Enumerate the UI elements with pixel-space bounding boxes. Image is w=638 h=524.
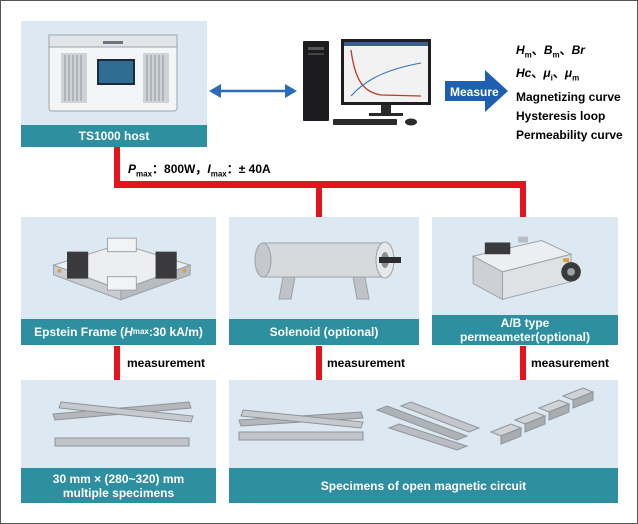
host-panel: TS1000 host bbox=[21, 21, 207, 147]
measurement-label-permeameter: measurement bbox=[531, 356, 610, 370]
wire-meas-solenoid bbox=[316, 346, 322, 380]
permeameter-label-line1: A/B type bbox=[500, 316, 550, 330]
host-image bbox=[21, 21, 207, 125]
output-hysteresis: Hysteresis loop bbox=[516, 108, 606, 123]
permeameter-label: A/B type permeameter(optional) bbox=[432, 315, 618, 345]
output-separator: 、 bbox=[552, 66, 565, 81]
wire-meas-epstein bbox=[114, 346, 120, 380]
output-symbol: Hc bbox=[516, 66, 532, 81]
power-p-symbol: P bbox=[128, 162, 137, 176]
multiple-specimens-panel: 30 mm × (280~320) mm multiple specimens bbox=[21, 380, 216, 503]
permeameter-panel: A/B type permeameter(optional) bbox=[432, 217, 618, 345]
open-circuit-specimens-image bbox=[229, 380, 618, 468]
epstein-h-sub: max bbox=[132, 327, 149, 336]
link-arrow-icon bbox=[209, 84, 297, 98]
solenoid-panel: Solenoid (optional) bbox=[229, 217, 419, 345]
output-separator: 、 bbox=[531, 43, 544, 57]
epstein-label-suffix: :30 kA/m) bbox=[148, 325, 203, 339]
wire-drop-permeameter bbox=[520, 184, 526, 217]
power-i-value: ：± 40A bbox=[226, 162, 271, 176]
epstein-h-symbol: H bbox=[124, 325, 133, 339]
output-symbol: μ bbox=[564, 66, 573, 81]
power-p-sub: max bbox=[136, 169, 153, 179]
output-symbol-sub: m bbox=[572, 73, 580, 83]
wire-drop-solenoid bbox=[316, 184, 322, 217]
output-separator: 、 bbox=[531, 66, 544, 81]
output-symbol: Br bbox=[571, 43, 585, 57]
wire-meas-permeameter bbox=[520, 346, 526, 380]
power-i-symbol: I bbox=[207, 162, 211, 176]
output-symbol-sub: i bbox=[550, 73, 553, 83]
output-magnetizing: Magnetizing curve bbox=[516, 89, 621, 104]
solenoid-label: Solenoid (optional) bbox=[229, 319, 419, 345]
output-line-1: Hm、Bm、Br bbox=[516, 41, 623, 64]
epstein-label-prefix: Epstein Frame ( bbox=[34, 325, 125, 339]
output-symbol-sub: m bbox=[524, 50, 532, 60]
open-circuit-specimens-label: Specimens of open magnetic circuit bbox=[229, 468, 618, 503]
output-permeability: Permeability curve bbox=[516, 127, 623, 142]
measure-label: Measure bbox=[450, 85, 499, 99]
measurement-label-solenoid: measurement bbox=[327, 356, 406, 370]
solenoid-image bbox=[229, 217, 419, 319]
output-list: Hm、Bm、Br Hc、μi、μm Magnetizing curve Hyst… bbox=[516, 41, 623, 145]
multiple-specimens-line2: multiple specimens bbox=[62, 485, 175, 500]
measurement-label-epstein: measurement bbox=[127, 356, 206, 370]
multiple-specimens-line1: 30 mm × (280~320) mm bbox=[52, 471, 185, 486]
multiple-specimens-label: 30 mm × (280~320) mm multiple specimens bbox=[21, 468, 216, 503]
open-circuit-specimens-panel: Specimens of open magnetic circuit bbox=[229, 380, 618, 503]
permeameter-label-line2: permeameter(optional) bbox=[459, 330, 591, 344]
output-symbol: H bbox=[516, 43, 525, 57]
power-i-sub: max bbox=[210, 169, 227, 179]
wire-host-drop bbox=[114, 144, 120, 188]
multiple-specimens-image bbox=[21, 380, 216, 468]
host-label: TS1000 host bbox=[21, 125, 207, 147]
epstein-image bbox=[21, 217, 216, 319]
output-symbol: μ bbox=[543, 66, 551, 81]
power-p-value: ：800W， bbox=[152, 162, 208, 176]
power-spec: Pmax：800W，Imax：± 40A bbox=[128, 160, 271, 178]
output-separator: 、 bbox=[559, 43, 572, 57]
permeameter-image bbox=[432, 217, 618, 315]
computer-image bbox=[303, 39, 431, 126]
output-symbol: B bbox=[543, 43, 553, 57]
measure-arrow-icon bbox=[445, 70, 508, 112]
output-symbol-sub: m bbox=[552, 50, 560, 60]
output-line-2: Hc、μi、μm bbox=[516, 64, 623, 87]
